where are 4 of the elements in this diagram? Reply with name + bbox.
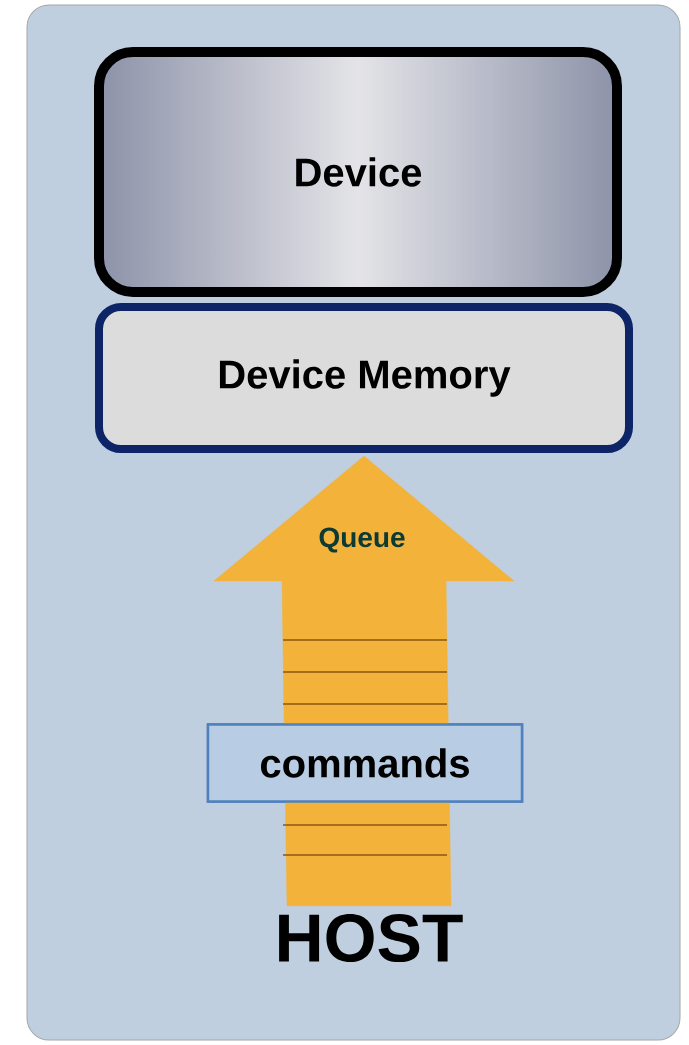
edge-label: Queue [319, 527, 405, 553]
host-label: HOST [279, 913, 463, 963]
device-box: Device [94, 47, 622, 297]
memory-box: Device Memory [95, 303, 633, 453]
